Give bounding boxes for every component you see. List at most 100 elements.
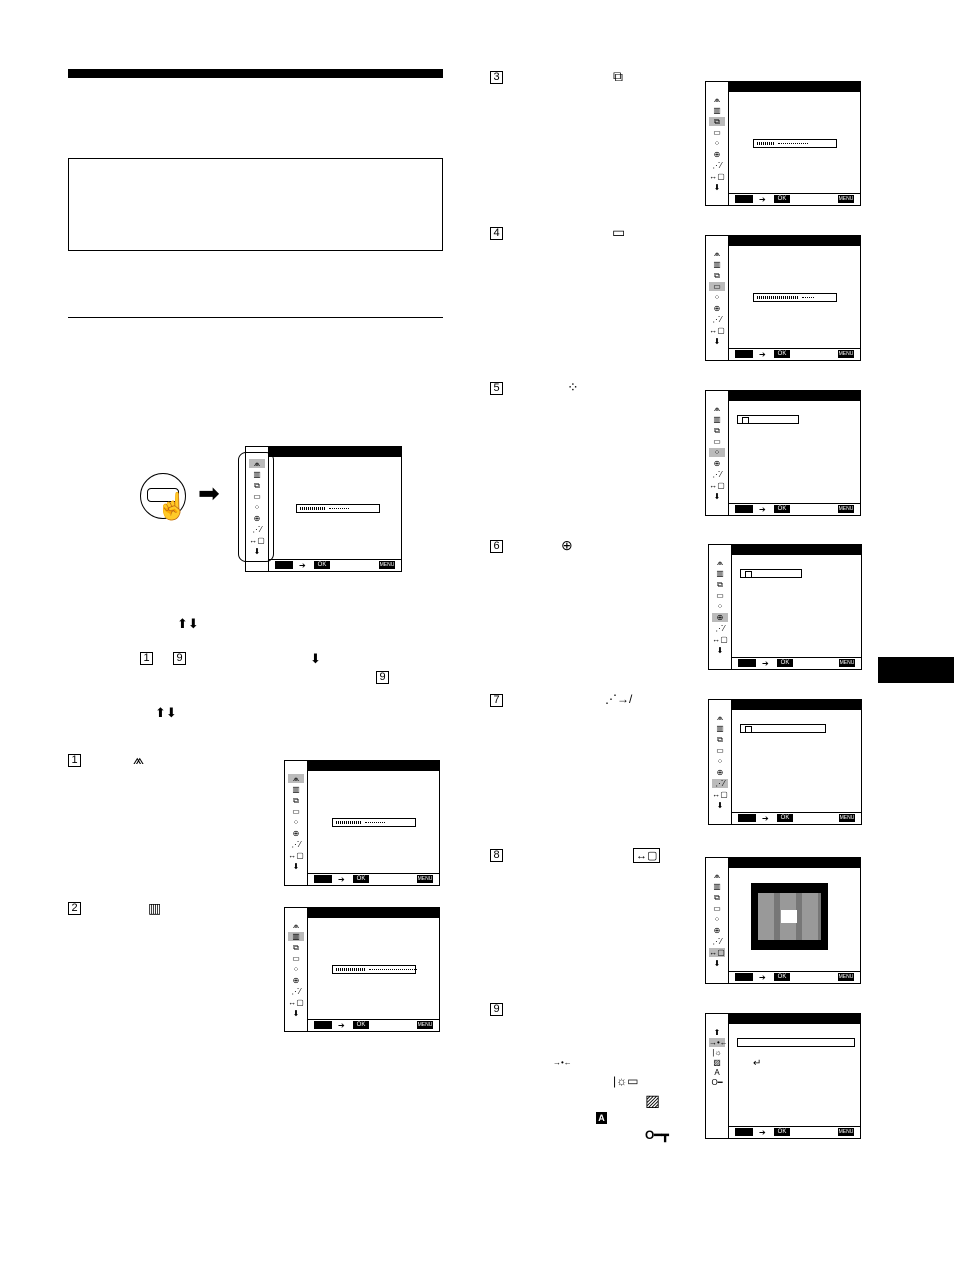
osd-menu-icon: ⬆ bbox=[713, 1028, 721, 1037]
osd-menu-icon: ⁘ bbox=[713, 915, 721, 924]
osd-icon-column: ⩕▥⧉▭⁘⊕⋰⁄↔▢⬇ bbox=[708, 544, 732, 670]
osd-menu-icon: ⊕ bbox=[253, 514, 261, 523]
osd-menu-icon: |☼ bbox=[712, 1048, 722, 1057]
osd-menu-label: MENU bbox=[379, 561, 395, 569]
step-3-number: 3 bbox=[490, 71, 503, 84]
right-arrow-icon: ➡ bbox=[198, 478, 220, 508]
osd-icon-column: ⩕▥⧉▭⁘⊕⋰⁄↔▢⬇ bbox=[284, 907, 308, 1032]
osd-menu-icon: ↔▢ bbox=[288, 998, 304, 1007]
osd-menu-label: MENU bbox=[839, 659, 855, 667]
osd-menu-label: MENU bbox=[838, 350, 854, 358]
osd-menu-icon: ▭ bbox=[709, 282, 725, 291]
step-ref-1: 1 bbox=[140, 652, 153, 665]
osd-icon-column: ⩕▥⧉▭⁘⊕⋰⁄↔▢⬇ bbox=[705, 81, 729, 206]
osd-menu-icon: ▨ bbox=[713, 1058, 721, 1067]
step-6-number: 6 bbox=[490, 540, 503, 553]
osd-menu-icon: ▭ bbox=[713, 128, 721, 137]
osd-menu-icon: ⧉ bbox=[254, 481, 260, 490]
step-ref-9-a: 9 bbox=[173, 652, 186, 665]
osd-menu-icon: ⋰⁄ bbox=[712, 470, 722, 479]
osd-menu-icon: ⁘ bbox=[716, 602, 724, 611]
auto-icon: A bbox=[596, 1112, 607, 1124]
step-7-icon: ⋰→/ bbox=[605, 692, 633, 706]
osd-menu-icon: ↔▢ bbox=[709, 948, 725, 957]
osd-menu-icon: ⁘ bbox=[253, 503, 261, 512]
osd-menu-icon: ▭ bbox=[292, 807, 300, 816]
osd-menu-label: MENU bbox=[417, 1021, 433, 1029]
osd-menu-label: MENU bbox=[838, 195, 854, 203]
section-tab-marker bbox=[878, 657, 954, 683]
osd-icon-column: ⩕▥⧉▭⁘⊕⋰⁄↔▢⬇ bbox=[708, 699, 732, 825]
osd-menu-icon: ⧉ bbox=[709, 117, 725, 126]
osd-menu-icon: ↔▢ bbox=[288, 851, 304, 860]
lamp-icon: |☼▭ bbox=[613, 1074, 639, 1088]
osd-menu-icon: ⋰⁄ bbox=[712, 315, 722, 324]
osd-menu-icon: ⊕ bbox=[712, 613, 728, 622]
osd-menu-icon: ⧉ bbox=[714, 271, 720, 280]
reset-icon: →•← bbox=[553, 1058, 572, 1067]
osd-menu-icon: O━ bbox=[711, 1078, 723, 1087]
step-2-number: 2 bbox=[68, 902, 81, 915]
osd-menu-icon: ⩕ bbox=[716, 558, 724, 567]
osd-nav-arrow: ➔ bbox=[762, 659, 769, 668]
osd-menu-icon: ▭ bbox=[253, 492, 261, 501]
osd-menu-icon: A bbox=[714, 1068, 720, 1077]
osd-menu-icon: ↔▢ bbox=[709, 481, 725, 490]
step-6-icon: ⊕ bbox=[561, 537, 573, 553]
osd-menu-label: MENU bbox=[838, 505, 854, 513]
osd-menu-icon: ⁘ bbox=[709, 448, 725, 457]
note-box bbox=[68, 158, 443, 251]
osd-menu-icon: ⁘ bbox=[713, 139, 721, 148]
osd-menu-icon: ⋰⁄ bbox=[715, 624, 725, 633]
osd-menu-icon: ⋰⁄ bbox=[712, 161, 722, 170]
osd-nav-arrow: ➔ bbox=[338, 1021, 345, 1030]
osd-menu-label: MENU bbox=[838, 1128, 854, 1136]
osd-menu-icon: ▭ bbox=[713, 437, 721, 446]
step-5-icon: ⁘ bbox=[567, 379, 579, 395]
osd-nav-arrow: ➔ bbox=[759, 1128, 766, 1137]
osd-menu-icon: ⊕ bbox=[713, 150, 721, 159]
osd-ok-label: OK bbox=[353, 875, 369, 883]
osd-menu-icon: ⬇ bbox=[253, 547, 261, 556]
step-7-number: 7 bbox=[490, 694, 503, 707]
osd-menu-icon: ⋰⁄ bbox=[291, 987, 301, 996]
osd-icon-column: ⩕▥⧉▭⁘⊕⋰⁄↔▢⬇ bbox=[705, 857, 729, 984]
osd-icon-column: ⩕▥⧉▭⁘⊕⋰⁄↔▢⬇ bbox=[705, 235, 729, 361]
down-arrow: ⬇ bbox=[310, 651, 321, 666]
osd-menu-icon: ⋰⁄ bbox=[291, 840, 301, 849]
osd-nav-arrow: ➔ bbox=[759, 973, 766, 982]
osd-ok-label: OK bbox=[777, 814, 793, 822]
osd-ok-label: OK bbox=[774, 1128, 790, 1136]
step-1-icon: ⩕ bbox=[133, 751, 145, 767]
osd-menu-icon: ⊕ bbox=[292, 829, 300, 838]
osd-menu-icon: ⩕ bbox=[713, 871, 721, 880]
osd-ok-label: OK bbox=[774, 195, 790, 203]
osd-main-panel: ➔ OK MENU bbox=[307, 907, 440, 1032]
step-1-number: 1 bbox=[68, 754, 81, 767]
osd-menu-icon: ↔▢ bbox=[712, 635, 728, 644]
osd-menu-icon: ▥ bbox=[713, 106, 721, 115]
osd-menu-icon: ⋰⁄ bbox=[252, 525, 262, 534]
osd-menu-icon: ⬇ bbox=[292, 1009, 300, 1018]
osd-menu-icon: ⩕ bbox=[713, 249, 721, 258]
osd-menu-label: MENU bbox=[839, 814, 855, 822]
osd-main-panel: ➔ OK MENU bbox=[268, 446, 402, 572]
osd-menu-icon: ↔▢ bbox=[709, 172, 725, 181]
menu-button-illustration: ☝ bbox=[140, 473, 188, 521]
osd-menu-icon: ⬇ bbox=[713, 492, 721, 501]
osd-menu-icon: ⊕ bbox=[713, 304, 721, 313]
osd-menu-icon: ⊕ bbox=[713, 459, 721, 468]
osd-menu-icon: ⬇ bbox=[713, 959, 721, 968]
osd-ok-label: OK bbox=[353, 1021, 369, 1029]
osd-nav-arrow: ➔ bbox=[759, 505, 766, 514]
